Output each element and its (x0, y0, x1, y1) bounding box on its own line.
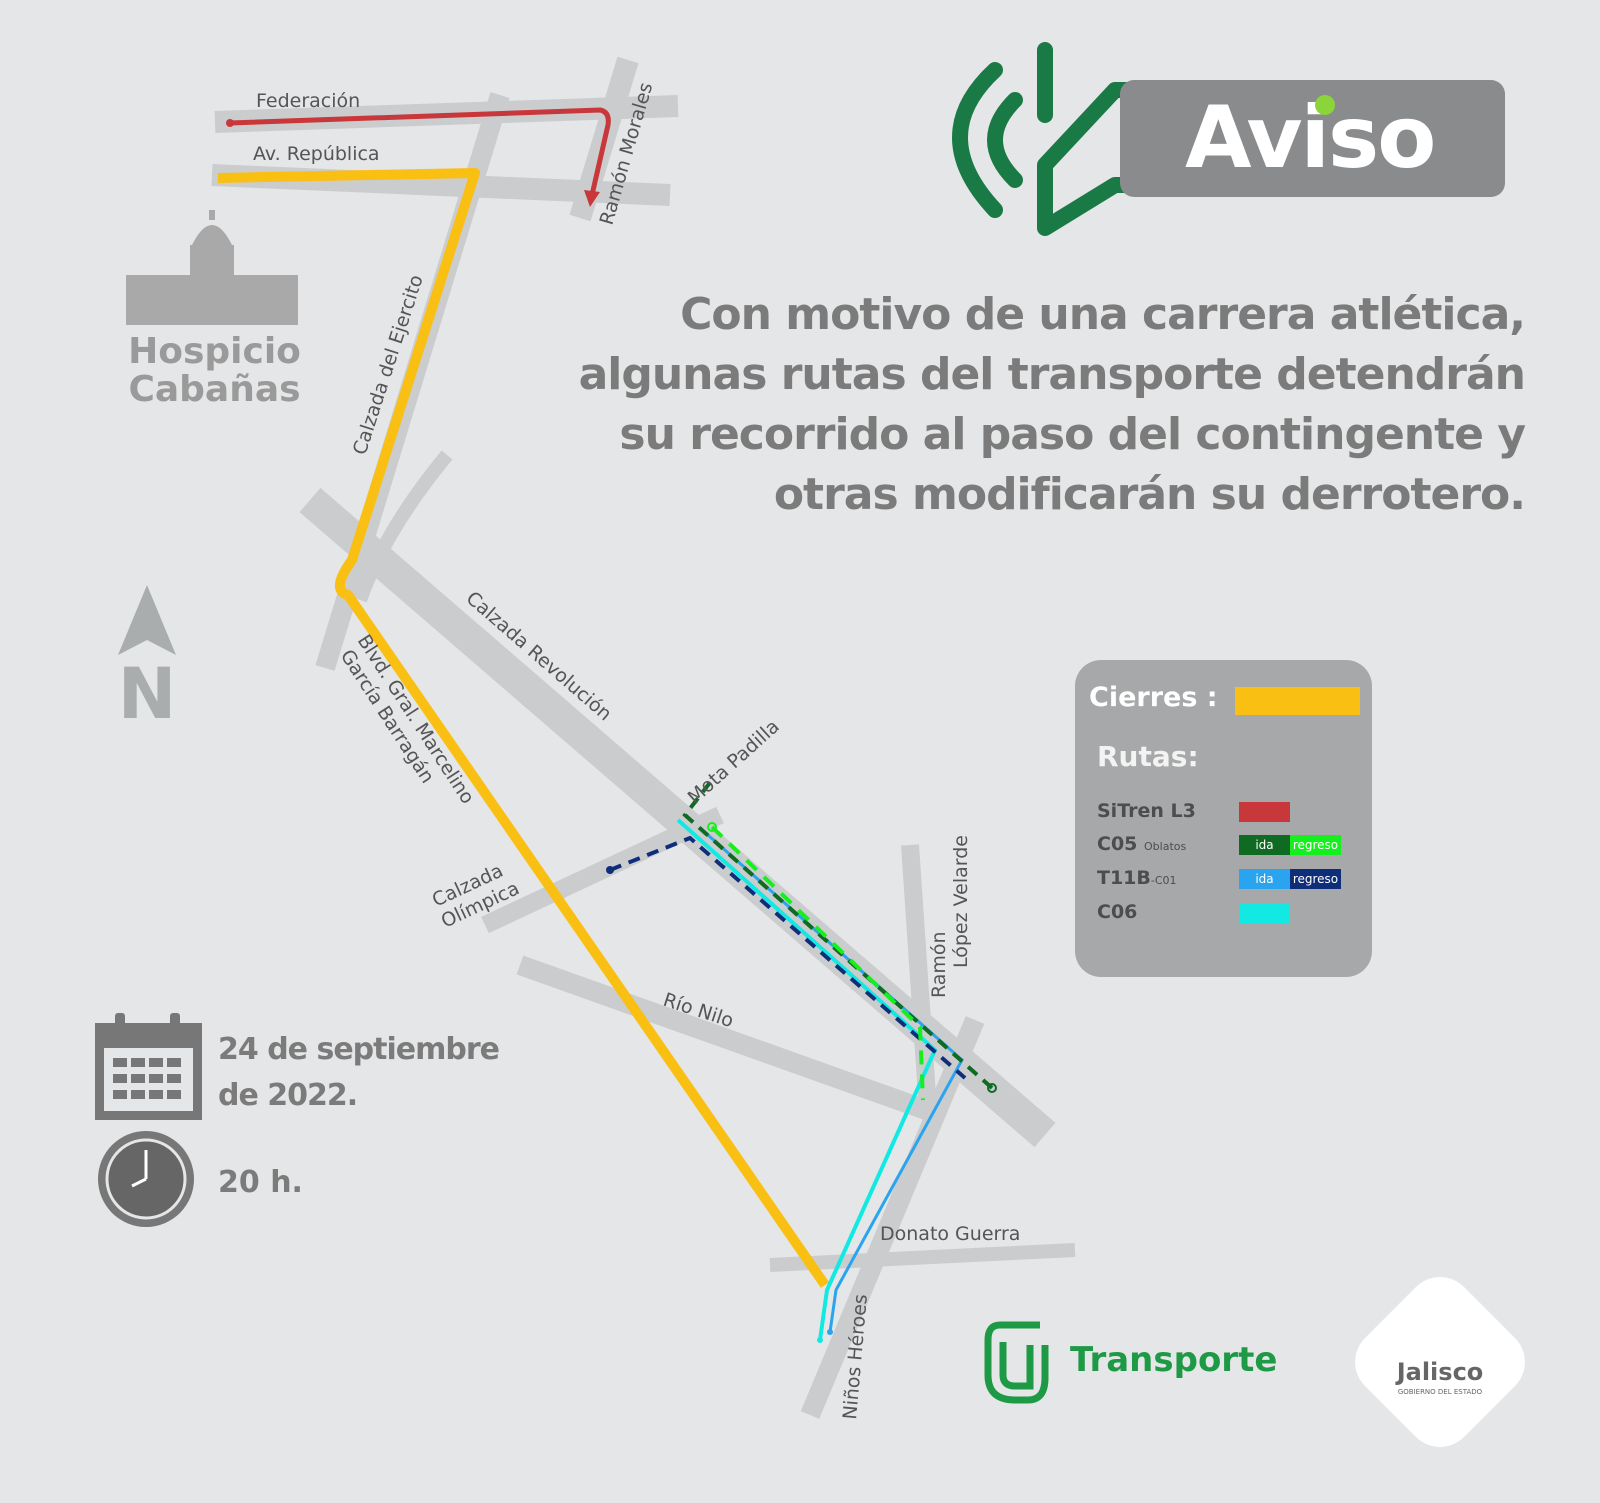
legend-route-name: SiTren L3 (1097, 800, 1196, 822)
closure-route (217, 168, 830, 1288)
route-c06 (676, 818, 938, 1341)
hospicio-building-icon (126, 210, 298, 325)
street-label: Blvd. Gral. Marcelino (353, 631, 479, 808)
legend-route-name: C05 Oblatos (1097, 833, 1187, 855)
street-label: Ramón (928, 931, 950, 998)
message-line: otras modificarán su derrotero. (773, 469, 1526, 520)
route-c05-regreso (710, 825, 925, 1101)
legend-swatch-regreso: regreso (1290, 835, 1341, 855)
road-olimpica (481, 806, 724, 934)
legend-rutas-label: Rutas: (1097, 740, 1199, 773)
roads (211, 56, 1076, 1419)
transporte-logo-text: Transporte (1070, 1340, 1278, 1380)
route-t11b-regreso (609, 835, 967, 1080)
legend-swatch-ida: ida (1239, 869, 1290, 889)
route-c05-ida (682, 778, 994, 1090)
clock-icon (98, 1131, 194, 1227)
jalisco-logo-subtext: GOBIERNO DEL ESTADO (1397, 1388, 1483, 1396)
aviso-banner (1120, 80, 1505, 197)
jalisco-logo-text: Jalisco (1396, 1358, 1484, 1386)
north-arrow-icon: N (118, 585, 177, 735)
landmark-line: Cabañas (128, 369, 301, 410)
legend: Cierres : Rutas: SiTren L3 C05 Oblatos i… (1075, 660, 1372, 977)
street-label: Donato Guerra (880, 1223, 1020, 1245)
arrow-icon (584, 190, 600, 207)
street-label: Av. República (253, 143, 380, 165)
date-line: de 2022. (218, 1078, 358, 1113)
megaphone-icon (952, 42, 1153, 236)
legend-swatch-regreso: regreso (1290, 869, 1341, 889)
street-label: López Velarde (950, 835, 972, 968)
message-line: algunas rutas del transporte detendrán (578, 349, 1526, 400)
svg-text:N: N (118, 653, 177, 735)
route-t11b-ida (699, 826, 964, 1333)
legend-route-name: C06 (1097, 901, 1138, 923)
route-start-marker (226, 119, 234, 127)
aviso-dot (1315, 95, 1335, 115)
calendar-icon (95, 1013, 202, 1120)
message-line: Con motivo de una carrera atlética, (680, 289, 1526, 340)
event-time: 20 h. (218, 1165, 303, 1200)
event-date: 24 de septiembre de 2022. (218, 1027, 500, 1119)
message-line: su recorrido al paso del contingente y (619, 409, 1526, 460)
landmark-label: Hospicio Cabañas (112, 333, 317, 409)
road-donato (769, 1243, 1076, 1272)
legend-cierres-swatch (1235, 687, 1360, 715)
road-rio-nilo (516, 955, 944, 1125)
date-line: 24 de septiembre (218, 1032, 500, 1067)
street-label: Federación (256, 90, 360, 112)
landmark-line: Hospicio (128, 331, 301, 372)
legend-swatch (1239, 802, 1290, 822)
legend-swatch-ida: ida (1239, 835, 1290, 855)
notice-message: Con motivo de una carrera atlética, algu… (578, 285, 1526, 525)
aviso-title: Aviso (1185, 88, 1436, 188)
legend-route-name: T11B-C01 (1097, 867, 1177, 889)
street-label: Mota Padilla (684, 715, 784, 808)
transporte-logo-icon (984, 1321, 1049, 1404)
road-curve (353, 450, 453, 603)
road-velarde (901, 844, 937, 1111)
route-sitren-l3 (229, 107, 611, 196)
legend-cierres-label: Cierres : (1089, 682, 1218, 713)
legend-swatch (1239, 903, 1290, 923)
